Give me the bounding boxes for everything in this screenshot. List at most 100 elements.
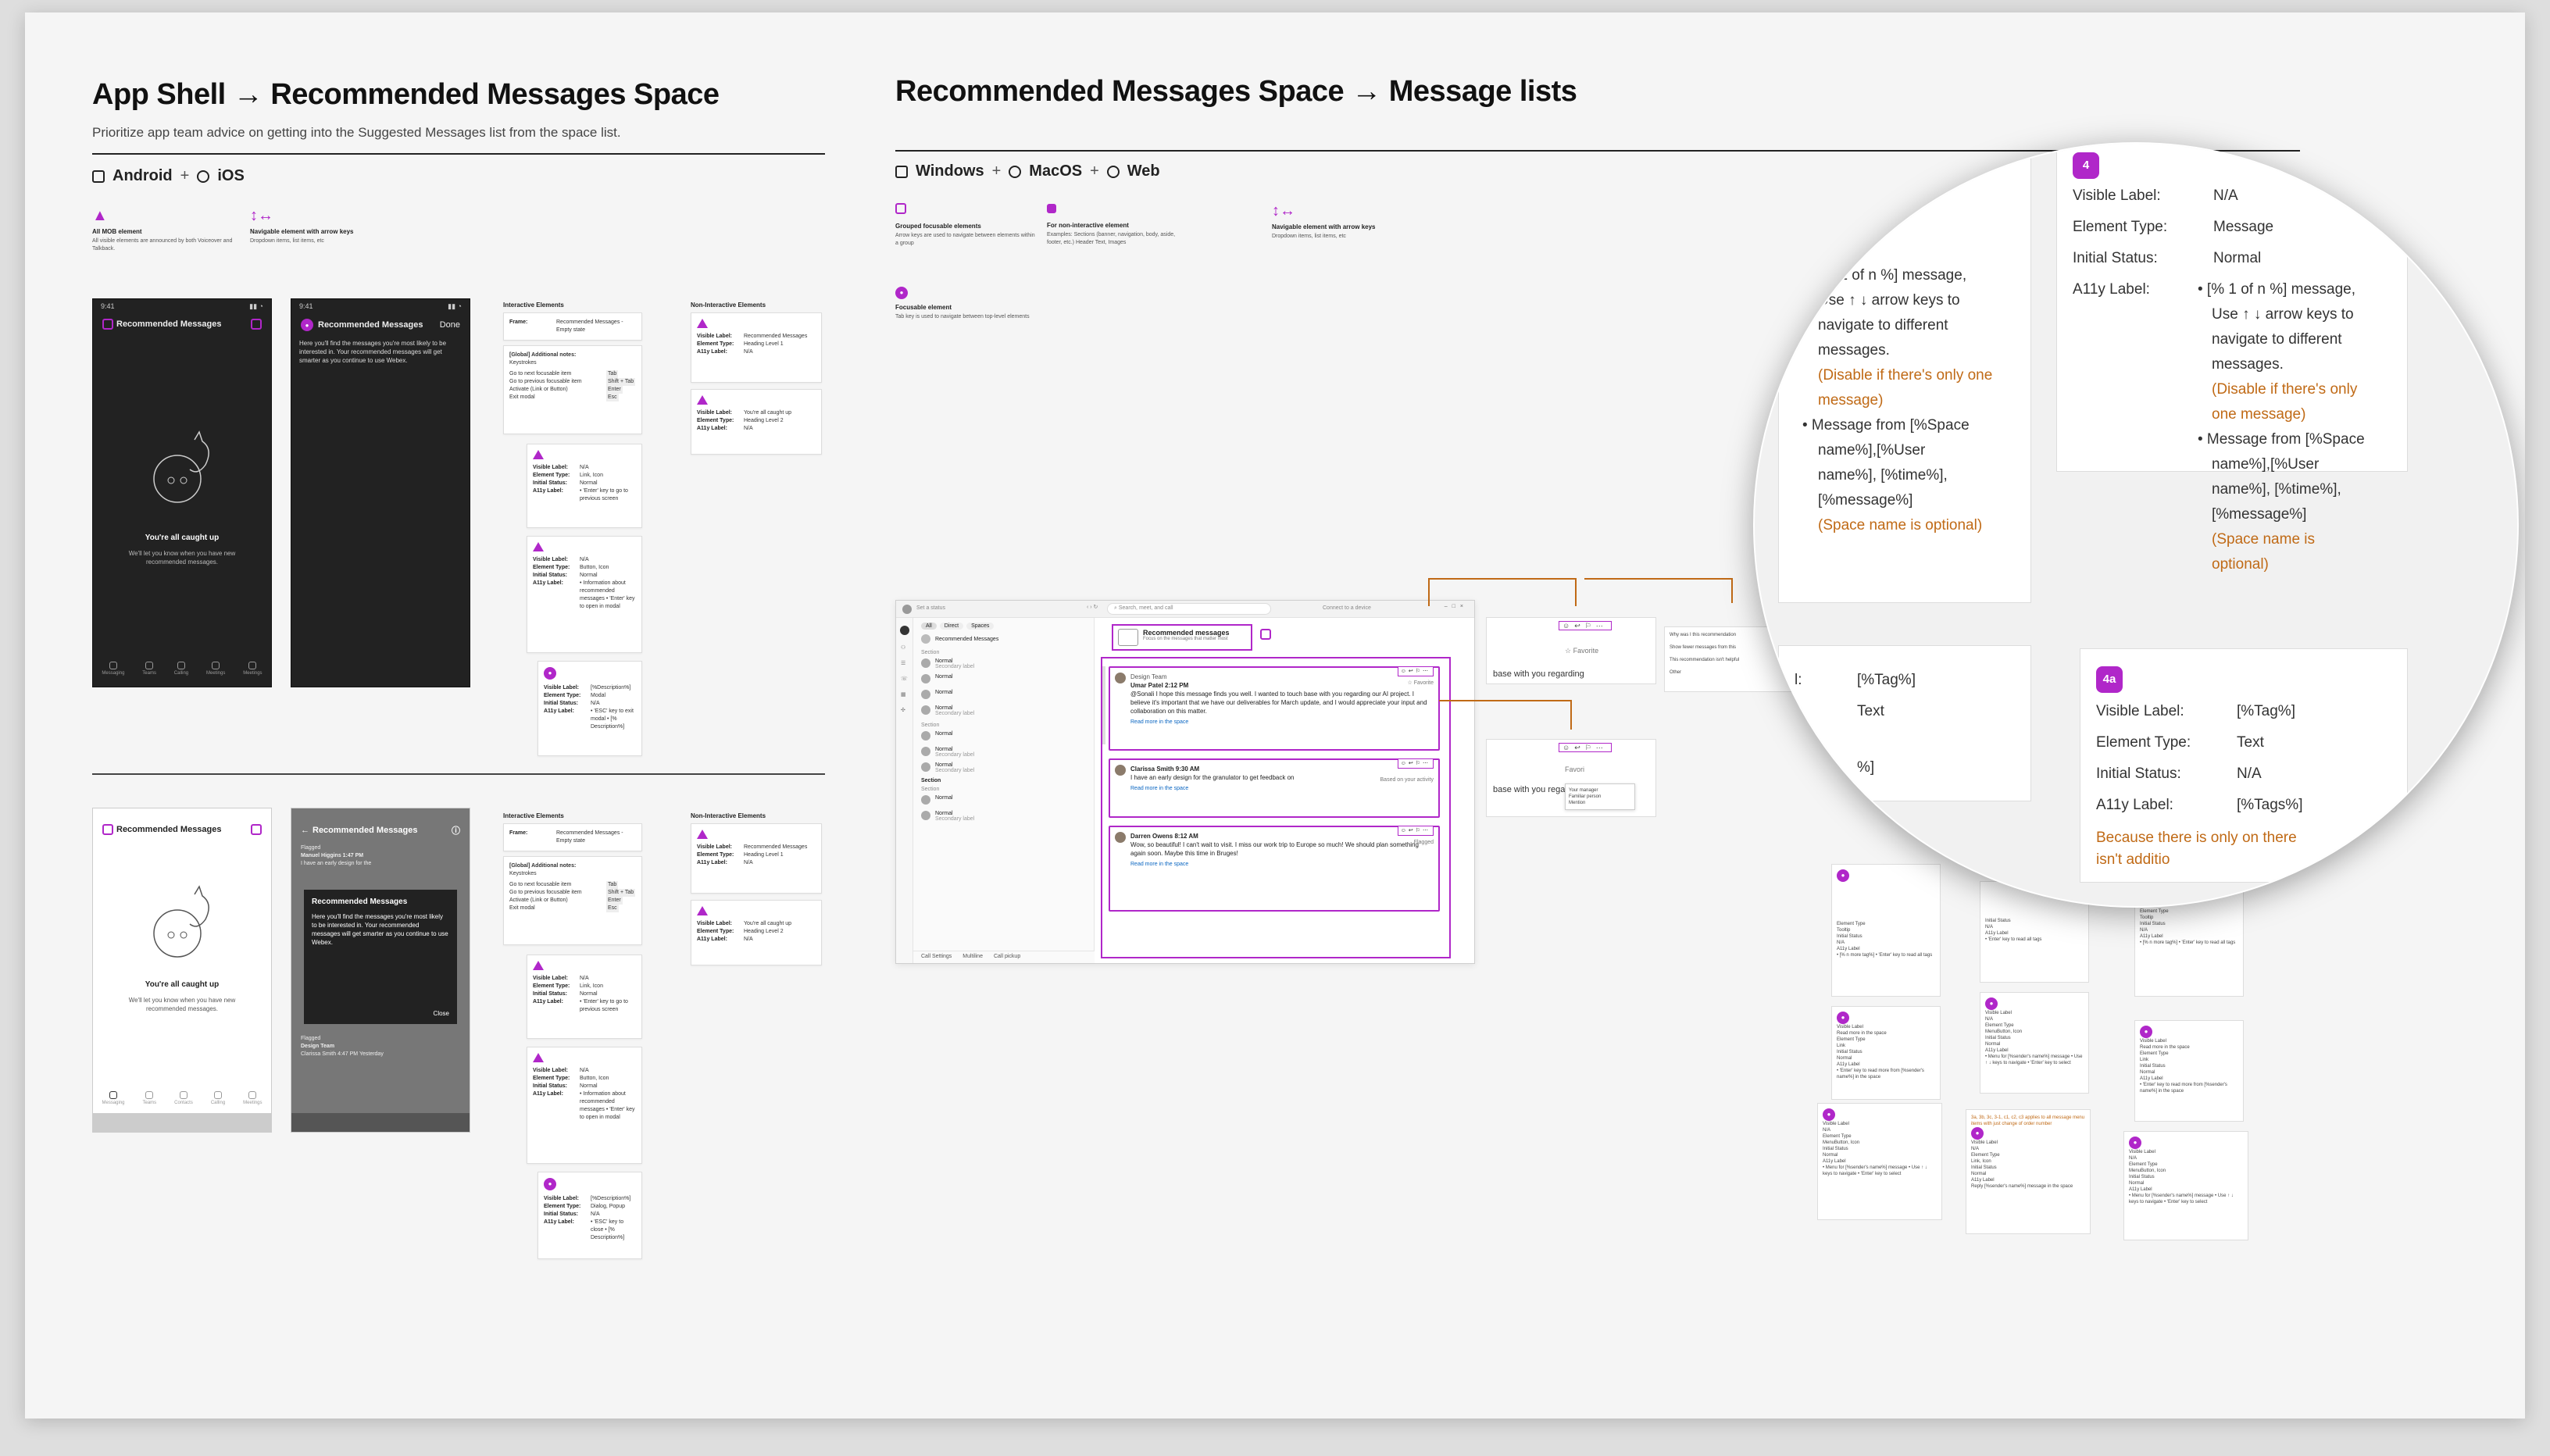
recommended-messages-item[interactable]: Recommended Messages <box>921 634 1086 644</box>
back-button-card: Visible Label:N/A Element Type:Link, Ico… <box>527 444 642 528</box>
tab-teams[interactable]: Teams <box>142 662 156 676</box>
scrollbar[interactable] <box>1102 666 1105 744</box>
tab-meetings[interactable]: Meetings <box>243 1091 262 1105</box>
read-more-link[interactable]: Read more in the space <box>1130 862 1189 867</box>
read-more-link[interactable]: Read more in the space <box>1130 786 1189 791</box>
message-action-menu[interactable]: ☺↩⚐⋯ <box>1397 666 1434 676</box>
back-arrow-icon[interactable]: ← <box>301 826 309 835</box>
message-card[interactable]: Clarissa Smith 9:30 AM I have an early d… <box>1109 758 1440 818</box>
dialog-text: Here you'll find the messages you're mos… <box>312 913 448 946</box>
non-interactive-heading: Non-Interactive Elements <box>691 302 766 309</box>
menu-item[interactable]: Other <box>1670 670 1682 675</box>
empty-desc: We'll let you know when you have new rec… <box>128 997 236 1012</box>
call-pickup-button[interactable]: Call pickup <box>993 954 1021 959</box>
info-button[interactable] <box>251 319 262 330</box>
annotation-card: 3a, 3b, 3c, 3-1, c1, c2, c3 applies to a… <box>1966 1109 2091 1234</box>
space-title: Recommended messages <box>1143 629 1230 637</box>
menu-item[interactable]: Why was I this recommendation <box>1670 633 1737 637</box>
done-button[interactable]: Done <box>439 320 460 330</box>
read-more-link[interactable]: Read more in the space <box>1130 719 1189 725</box>
filter-all[interactable]: All <box>921 623 937 630</box>
marker-badge: ● <box>2140 1026 2152 1038</box>
tab-meetings-2[interactable]: Meetings <box>243 662 262 676</box>
avatar[interactable] <box>902 605 912 614</box>
title-bar: Set a status ‹ › ↻ ⌕ Search, meet, and c… <box>896 601 1474 618</box>
tab-calling[interactable]: Calling <box>174 662 188 676</box>
tab-messaging[interactable]: Messaging <box>102 662 124 676</box>
avatar <box>1115 765 1126 776</box>
arrow-keys-icon: ↕↔ <box>250 207 273 224</box>
tag-label: Based on your activity <box>1380 777 1434 783</box>
info-button[interactable] <box>1260 629 1271 640</box>
info-button[interactable] <box>251 824 262 835</box>
marker-badge: ● <box>544 667 556 680</box>
tab-messaging[interactable]: Messaging <box>102 1091 125 1105</box>
section-header[interactable]: Section <box>921 723 940 728</box>
meetings-rail-icon[interactable]: ▦ <box>901 692 906 698</box>
menu-item[interactable]: This recommendation isn't helpful <box>1670 658 1740 662</box>
tab-teams[interactable]: Teams <box>142 1091 156 1105</box>
search-input[interactable]: ⌕ Search, meet, and call <box>1107 603 1271 615</box>
legend-desc: Dropdown items, list items, etc <box>250 238 324 244</box>
signal-icon: ▮▮ ◔ <box>249 302 263 310</box>
section-header[interactable]: Section <box>921 778 941 783</box>
android-nav-bar <box>93 1113 271 1132</box>
message-card[interactable]: Design Team Umar Patel 2:12 PM @Sonali I… <box>1109 666 1440 751</box>
dialog-close-button[interactable]: Close <box>433 1010 449 1017</box>
list-item[interactable]: Normal <box>921 674 1086 683</box>
connector-line <box>1428 578 1577 606</box>
section-header[interactable]: Section <box>921 787 940 792</box>
filter-tabs: All Direct Spaces <box>921 623 1086 630</box>
multiline-button[interactable]: Multiline <box>962 954 983 959</box>
messaging-rail-icon[interactable] <box>900 626 909 635</box>
tab-meetings[interactable]: Meetings <box>206 662 225 676</box>
section-header[interactable]: Section <box>921 650 940 655</box>
message-action-menu[interactable]: ☺↩⚐⋯ <box>1397 826 1434 836</box>
info-icon[interactable]: ⓘ <box>452 826 460 836</box>
tab-calling[interactable]: Calling <box>211 1091 225 1105</box>
filter-spaces[interactable]: Spaces <box>966 623 995 630</box>
filter-direct[interactable]: Direct <box>939 623 964 630</box>
message-list[interactable] <box>1101 657 1451 958</box>
apps-rail-icon[interactable]: ✣ <box>901 708 905 713</box>
list-item[interactable]: Flagged Manuel Higgins 1:47 PM I have an… <box>301 845 372 866</box>
tab-contacts[interactable]: Contacts <box>174 1091 193 1105</box>
connect-device-button[interactable]: Connect to a device <box>1323 605 1371 611</box>
message-action-menu[interactable]: ☺↩⚐⋯ <box>1559 621 1612 630</box>
nav-arrows-icon[interactable]: ‹ › ↻ <box>1087 605 1098 610</box>
message-action-menu[interactable]: ☺↩⚐⋯ <box>1559 743 1612 752</box>
call-settings-button[interactable]: Call Settings <box>921 954 952 959</box>
windows-icon <box>895 165 908 178</box>
message-action-menu[interactable]: ☺↩⚐⋯ <box>1397 758 1434 769</box>
zoom-snippet-tags: ☺↩⚐⋯ Favori base with you rega Your mana… <box>1486 739 1656 817</box>
list-item[interactable]: Normal <box>921 690 1086 699</box>
teams-rail-icon[interactable]: ⚇ <box>901 645 906 651</box>
connector-line <box>1584 578 1733 603</box>
menu-item[interactable]: Show fewer messages from this <box>1670 645 1737 650</box>
mob-triangle-icon <box>697 319 708 328</box>
frame-card: Frame:Recommended Messages - Empty state <box>503 823 642 851</box>
message-card[interactable]: Darren Owens 8:12 AM Wow, so beautiful! … <box>1109 826 1440 912</box>
list-item[interactable]: Normal <box>921 795 1086 805</box>
back-button[interactable] <box>102 824 113 835</box>
back-button[interactable] <box>102 319 113 330</box>
list-item[interactable]: Normal <box>921 731 1086 740</box>
platform-ios: iOS <box>217 167 245 184</box>
status-time: 9:41 <box>101 302 115 310</box>
frame-card: Frame:Recommended Messages - Empty state <box>503 312 642 341</box>
window-controls-icon[interactable]: –□× <box>1444 604 1468 609</box>
section-title-left: App Shell → Recommended Messages Space <box>92 78 720 111</box>
status-input[interactable]: Set a status <box>916 605 945 611</box>
apple-icon <box>197 170 210 183</box>
contacts-rail-icon[interactable]: ☰ <box>901 661 906 666</box>
list-item[interactable]: Flagged Design Team Clarissa Smith 4:47 … <box>301 1036 384 1057</box>
marker-badge: ● <box>1823 1108 1835 1121</box>
calling-rail-icon[interactable]: ☏ <box>901 676 908 682</box>
